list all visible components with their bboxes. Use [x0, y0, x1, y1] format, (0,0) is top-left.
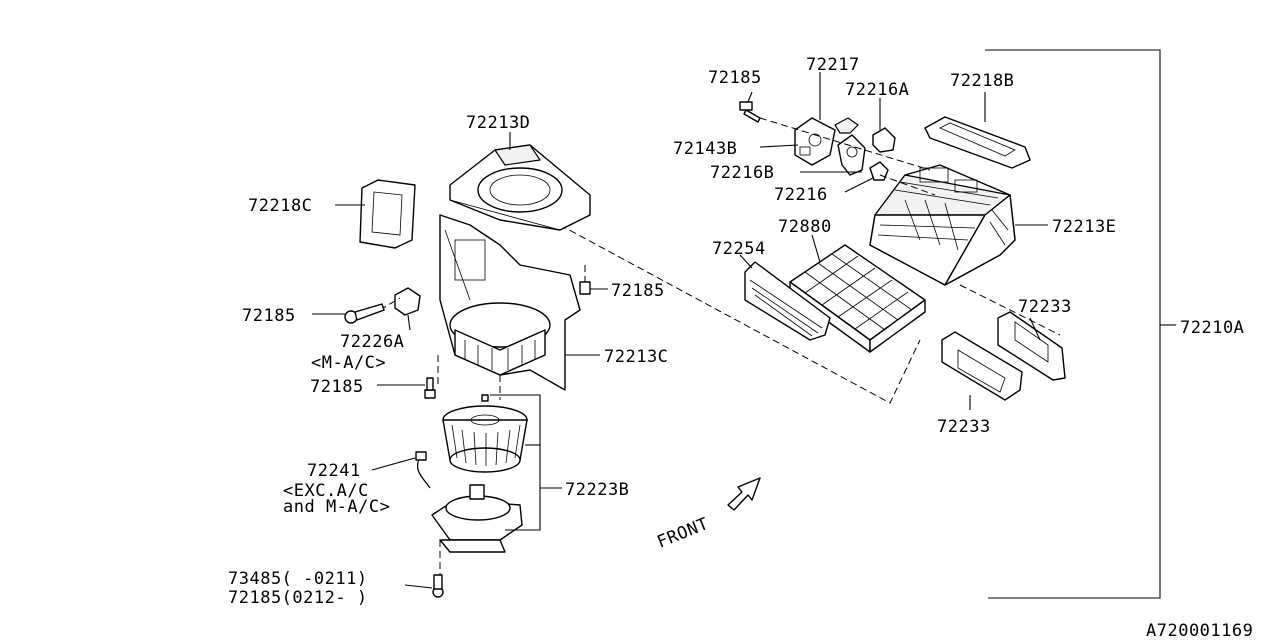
label-72233-lower: 72233 — [937, 417, 991, 437]
label-72254: 72254 — [712, 239, 766, 259]
screw-72185-low[interactable] — [424, 377, 436, 399]
label-72226a-note: <M-A/C> — [311, 353, 386, 373]
panel-72233-lower[interactable] — [941, 331, 1023, 401]
link-72216a[interactable] — [872, 127, 896, 153]
label-72213c: 72213C — [604, 347, 668, 367]
actuator-72143b[interactable] — [794, 117, 836, 166]
label-72216b: 72216B — [710, 163, 774, 183]
screw-72185-top[interactable] — [739, 101, 761, 123]
label-72241: 72241 — [307, 461, 361, 481]
blower-case-upper-72213d[interactable] — [449, 144, 591, 231]
air-filter-72880[interactable] — [789, 244, 926, 353]
filter-cover-72254[interactable] — [744, 261, 831, 341]
label-72185-mid: 72185 — [611, 281, 665, 301]
label-72233-upper: 72233 — [1018, 297, 1072, 317]
label-72226a: 72226A — [340, 332, 404, 352]
label-72185-bottom: 72185(0212- ) — [228, 588, 368, 608]
link-72216[interactable] — [869, 161, 889, 181]
label-72241-note1: <EXC.A/C — [283, 481, 369, 501]
evaporator-case-72213e[interactable] — [869, 164, 1016, 286]
hose-72241[interactable] — [415, 451, 431, 489]
front-arrow-icon — [727, 477, 761, 511]
label-72210a: 72210A — [1180, 318, 1244, 338]
bracket-72223b — [490, 394, 562, 531]
blower-case-lower-72213c[interactable] — [437, 214, 581, 400]
label-drawing-number: A720001169 — [1146, 621, 1253, 640]
label-73485: 73485( -0211) — [228, 569, 368, 589]
screw-72185-left[interactable] — [344, 303, 385, 324]
label-72185-top: 72185 — [708, 68, 762, 88]
label-72241-note2: and M-A/C> — [283, 497, 390, 517]
part-labels: 72185 72217 72216A 72218B 72143B 72216B … — [228, 55, 1253, 640]
assembly-lines-right — [559, 117, 1061, 404]
screw-73485-72185-bottom[interactable] — [432, 574, 444, 598]
bracket-72217[interactable] — [834, 117, 859, 134]
seal-72218c[interactable] — [359, 179, 416, 249]
label-72213e: 72213E — [1052, 217, 1116, 237]
lever-72216b[interactable] — [837, 134, 866, 176]
label-front: FRONT — [654, 514, 711, 553]
resistor-72226a[interactable] — [379, 287, 421, 316]
label-72143b: 72143B — [673, 139, 737, 159]
label-72213d: 72213D — [466, 113, 530, 133]
label-72185-left: 72185 — [242, 306, 296, 326]
blower-fan-72223b[interactable] — [442, 394, 528, 473]
label-72880: 72880 — [778, 217, 832, 237]
label-72218c: 72218C — [248, 196, 312, 216]
label-72185-low: 72185 — [310, 377, 364, 397]
leader-lines — [312, 72, 1048, 589]
panel-72233-upper[interactable] — [997, 311, 1066, 381]
label-72218b: 72218B — [950, 71, 1014, 91]
label-72223b: 72223B — [565, 480, 629, 500]
label-72216a: 72216A — [845, 80, 909, 100]
seal-72218b[interactable] — [924, 116, 1031, 169]
bracket-72210a — [985, 49, 1176, 599]
blower-motor[interactable] — [431, 484, 523, 575]
screw-72185-mid[interactable] — [579, 265, 591, 295]
label-72216: 72216 — [774, 185, 828, 205]
label-72217: 72217 — [806, 55, 860, 75]
